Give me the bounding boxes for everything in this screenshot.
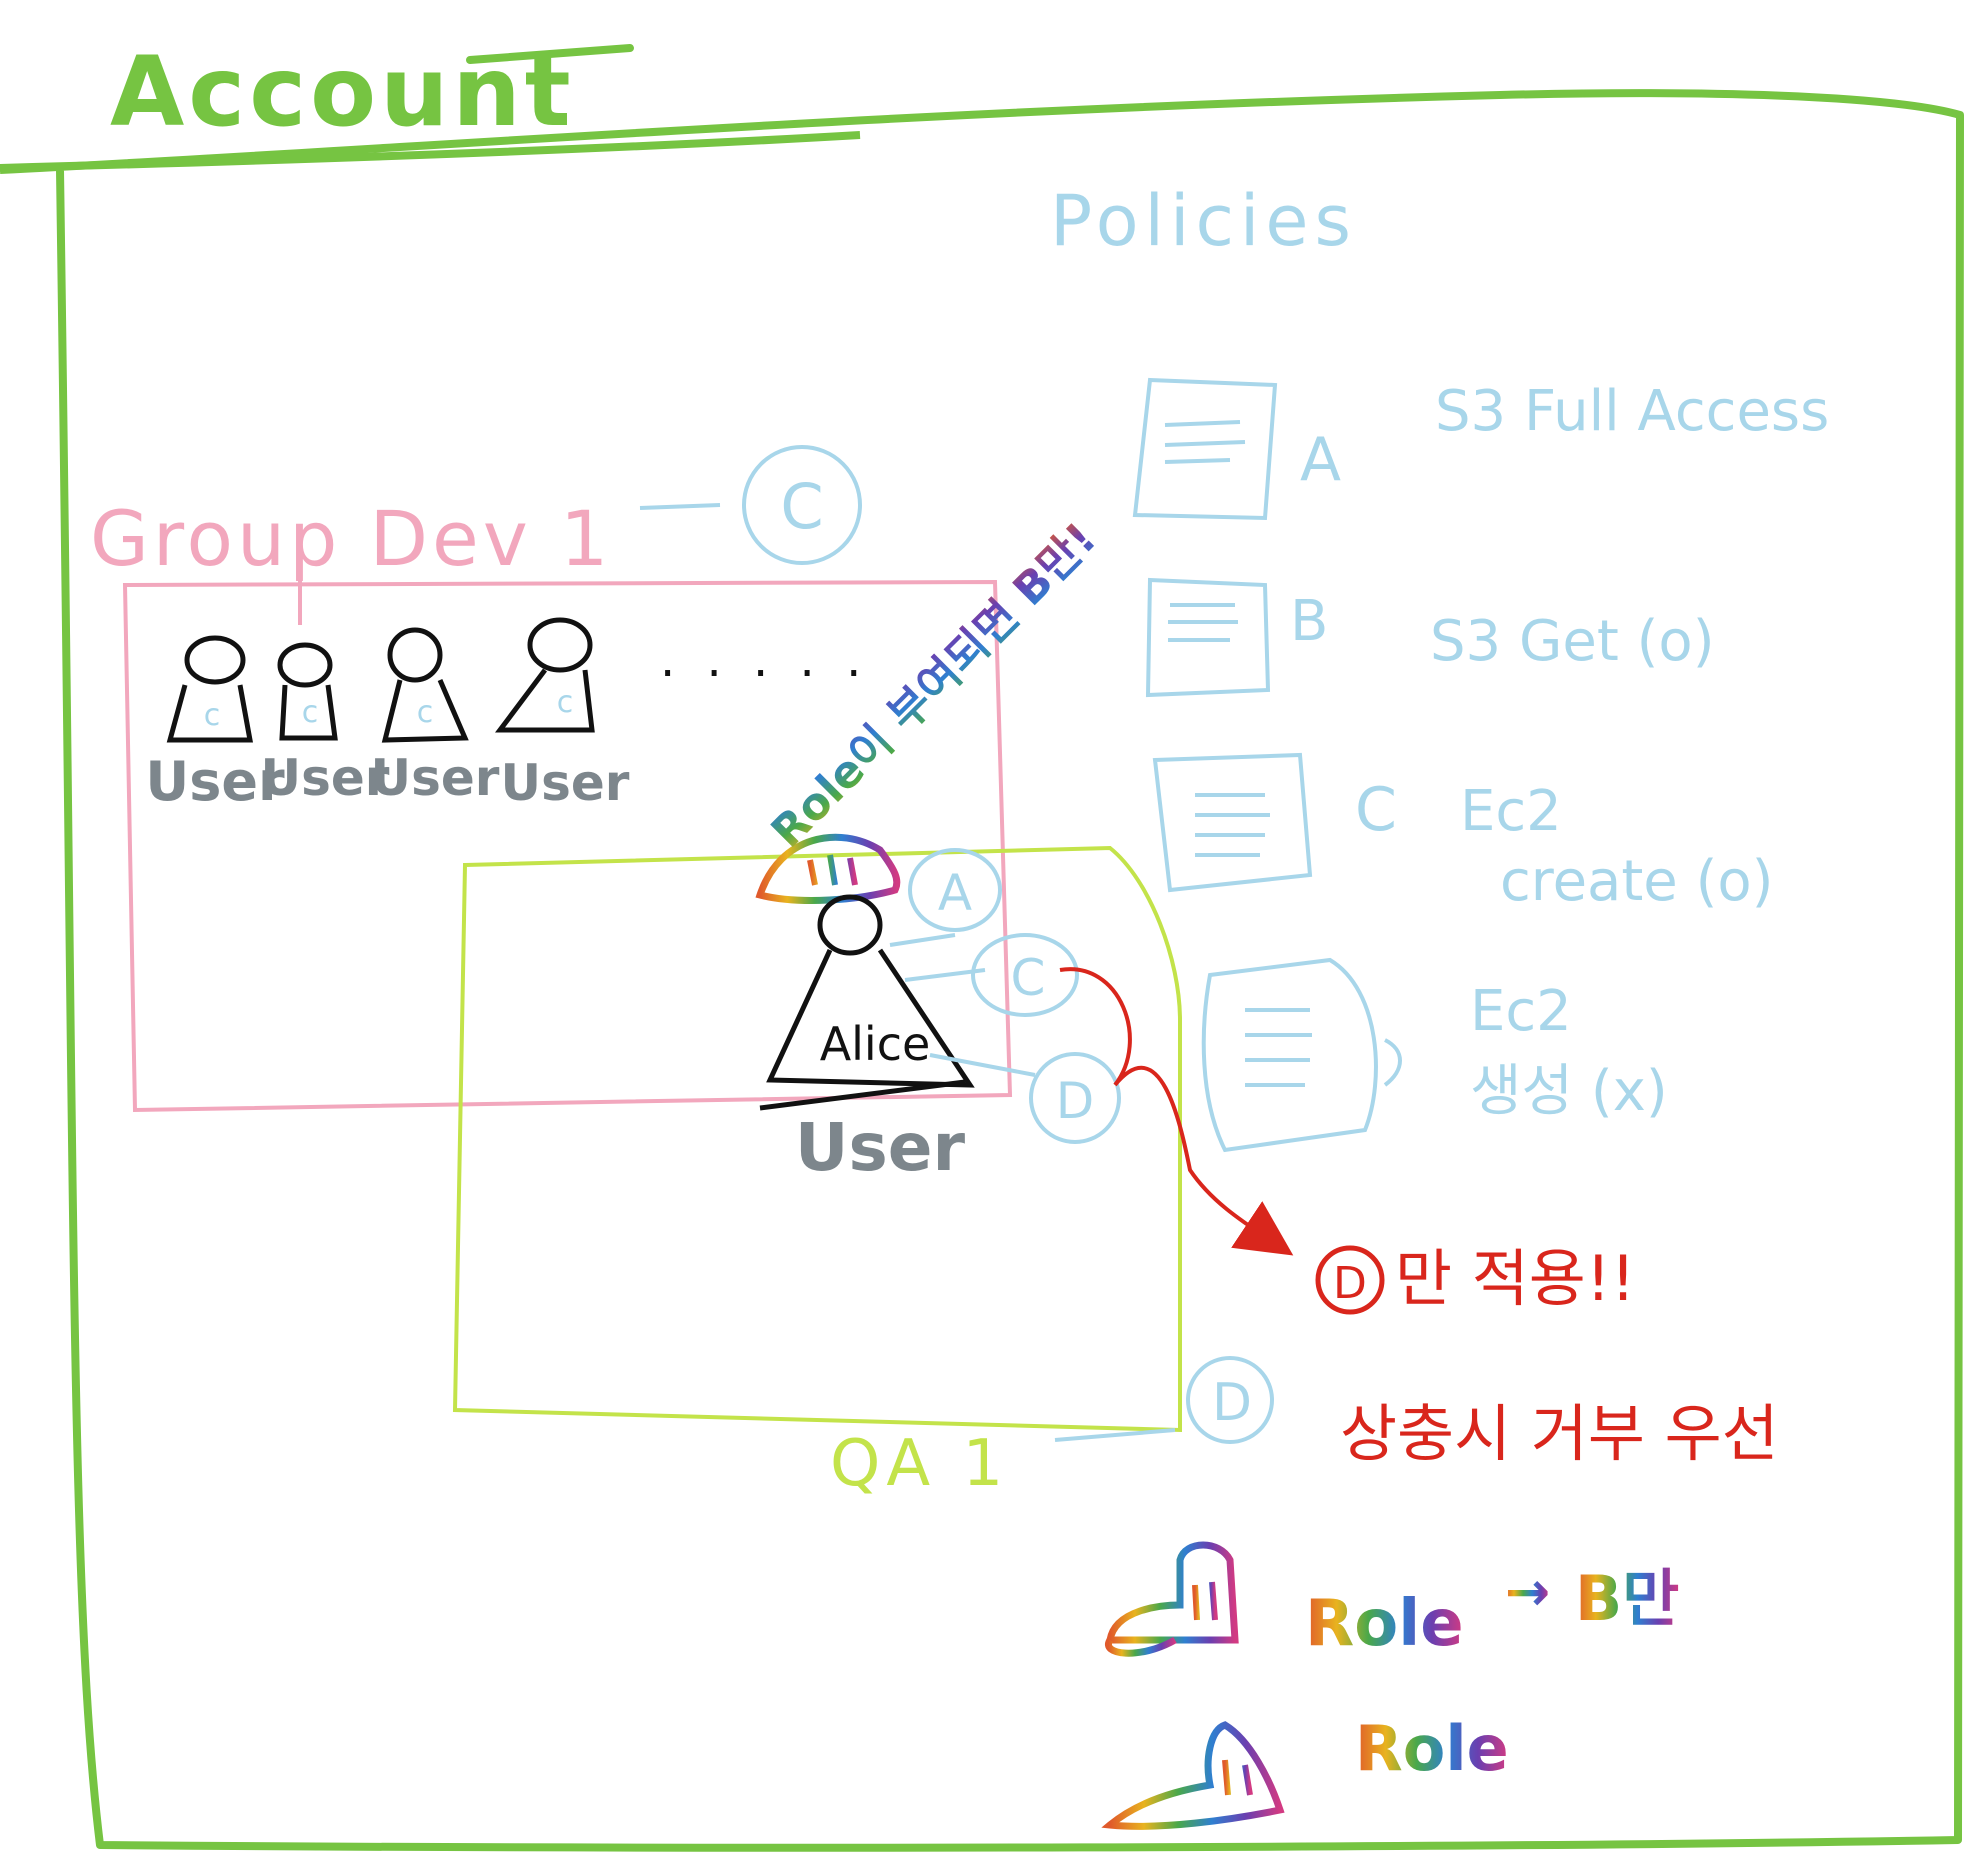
group-member-3: c User bbox=[371, 627, 500, 807]
account-title-rule bbox=[0, 131, 861, 172]
alice-policy-c-badge bbox=[971, 933, 1079, 1017]
policy-a-text: S3 Full Access bbox=[1435, 379, 1829, 444]
group-member-2: c User bbox=[261, 642, 390, 807]
group-boundary bbox=[122, 579, 1013, 1113]
alice-policy-a-badge bbox=[908, 848, 1002, 932]
alice-type-label: User bbox=[795, 1109, 966, 1186]
member-policy-tag: c bbox=[557, 685, 574, 720]
group-ellipsis: · · · · · bbox=[660, 646, 869, 702]
member-label: User bbox=[145, 750, 285, 813]
deny-note-letter: D bbox=[1333, 1258, 1367, 1309]
alice-name: Alice bbox=[820, 1017, 931, 1071]
policy-d-text2: 생성 (x) bbox=[1470, 1059, 1668, 1124]
policy-b-text: S3 Get (o) bbox=[1430, 609, 1715, 674]
group-policy-badge bbox=[742, 445, 862, 565]
policy-a-icon bbox=[1132, 377, 1278, 521]
policy-c-icon bbox=[1152, 752, 1313, 893]
policy-b-icon bbox=[1145, 577, 1271, 698]
member-policy-tag: c bbox=[417, 695, 434, 730]
alice-policy-c-letter: C bbox=[1011, 949, 1046, 1007]
member-label: User bbox=[261, 749, 390, 807]
alice-policy-a-letter: A bbox=[938, 864, 972, 922]
alice-policy-d-badge bbox=[1029, 1052, 1121, 1144]
policy-a-letter: A bbox=[1300, 425, 1341, 495]
account-title: Account bbox=[110, 36, 575, 148]
role-1-arrow: → bbox=[1505, 1560, 1550, 1623]
deny-note-badge bbox=[1315, 1245, 1385, 1315]
group-policy-badge-letter: C bbox=[780, 470, 823, 543]
role-hat-icon-1 bbox=[1104, 1541, 1239, 1657]
role-1-label: Role bbox=[1305, 1587, 1464, 1661]
alice-policy-d-letter: D bbox=[1056, 1072, 1095, 1130]
alice-role-hat-icon bbox=[755, 833, 901, 904]
alice-figure: Alice bbox=[759, 894, 975, 1111]
member-label: User bbox=[371, 749, 500, 807]
group-to-policy-line bbox=[639, 503, 721, 510]
group-label: Group Dev 1 bbox=[90, 494, 612, 583]
qa-boundary bbox=[452, 845, 1182, 1433]
policy-d-text: Ec2 bbox=[1470, 979, 1572, 1044]
account-boundary bbox=[0, 89, 1964, 1852]
group-member-4: c User bbox=[495, 617, 630, 812]
role-hat-icon-2 bbox=[1101, 1721, 1285, 1830]
member-policy-tag: c bbox=[204, 698, 221, 733]
member-label: User bbox=[501, 754, 630, 812]
qa-to-policy-line bbox=[1054, 1428, 1176, 1442]
policy-c-letter: C bbox=[1355, 775, 1397, 845]
policies-heading: Policies bbox=[1050, 180, 1357, 262]
qa-policy-badge-letter: D bbox=[1212, 1373, 1252, 1433]
policy-d-icon bbox=[1201, 957, 1402, 1153]
member-policy-tag: c bbox=[302, 695, 319, 730]
policy-c-text: Ec2 bbox=[1460, 779, 1562, 844]
policy-b-letter: B bbox=[1290, 589, 1328, 654]
qa-policy-badge bbox=[1186, 1356, 1274, 1444]
deny-arrow bbox=[1059, 967, 1294, 1256]
group-member-1: c User bbox=[145, 635, 285, 813]
role-1-permission: B만 bbox=[1575, 1562, 1679, 1635]
deny-note-line1: 만 적용!! bbox=[1395, 1242, 1636, 1315]
deny-note-line2: 상충시 거부 우선 bbox=[1340, 1397, 1779, 1470]
policy-c-text2: create (o) bbox=[1500, 849, 1774, 914]
account-title-underline bbox=[466, 44, 634, 64]
role-2-label: Role bbox=[1355, 1712, 1509, 1785]
qa-label: QA 1 bbox=[830, 1427, 1009, 1501]
